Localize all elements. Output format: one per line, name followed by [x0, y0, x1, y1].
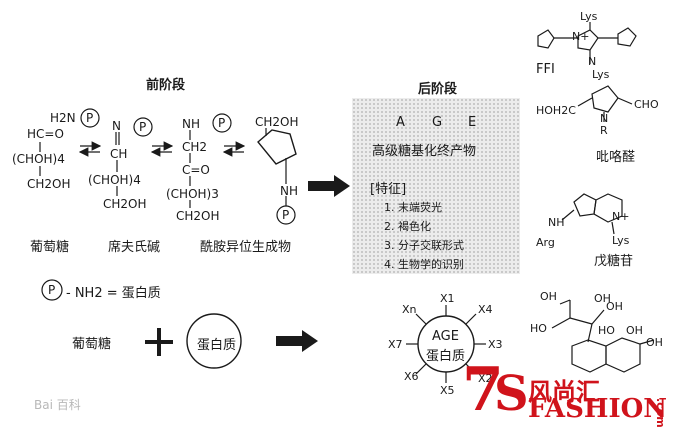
equilibrium-arrow-2	[150, 141, 174, 157]
x2-label: X2	[478, 372, 493, 385]
pentosidine-nh: NH	[548, 216, 565, 229]
brand-s: S	[494, 366, 529, 422]
brand-en: FASHION	[528, 394, 668, 424]
x4-label: X4	[478, 303, 493, 316]
baidu-watermark: Bai 百科	[34, 398, 81, 412]
protein-symbol-1: P	[86, 111, 94, 125]
age-circle-line1: AGE	[432, 329, 459, 344]
x6-label: X6	[404, 370, 419, 383]
legend-protein-symbol: P	[48, 283, 56, 297]
pentosidine-n-plus: N+	[612, 210, 630, 223]
bottom-right-structure	[551, 299, 655, 373]
ffi-n: N	[588, 55, 597, 68]
x3-label: X3	[488, 338, 503, 351]
glucose-name: 葡萄糖	[30, 240, 70, 255]
brand-com: .com	[654, 398, 667, 428]
ffi-lys-bottom: Lys	[592, 68, 610, 81]
age-feature-3: 3. 分子交联形式	[384, 239, 464, 252]
arrow-to-age-box	[308, 175, 350, 197]
equilibrium-arrow-3	[222, 141, 246, 157]
plus-sign	[145, 328, 173, 356]
protein-symbol-2: P	[139, 120, 147, 134]
protein-circle-1	[80, 108, 100, 128]
pyrraline-label: 吡咯醛	[596, 150, 636, 165]
amadori-ch2: CH2	[182, 140, 208, 154]
protein-circle-big	[186, 313, 242, 369]
br-oh-3: OH	[606, 300, 623, 313]
pentosidine-label: 戊糖苷	[594, 254, 634, 269]
pentosidine-structure	[561, 193, 623, 235]
amadori-nh: NH	[182, 117, 200, 131]
amadori-chohn: (CHOH)3	[166, 187, 219, 201]
age-letter-a: A	[396, 115, 405, 130]
protein-circle-4	[276, 205, 296, 225]
equilibrium-arrow-1	[78, 141, 102, 157]
amadori-co: C=O	[182, 163, 210, 177]
ffi-structure	[537, 22, 637, 64]
amadori-name: 酰胺异位生成物	[200, 240, 292, 255]
br-ho-2: HO	[598, 324, 615, 337]
br-oh-4: OH	[646, 336, 663, 349]
furanose-ring	[257, 129, 297, 165]
arrow-to-age-protein	[276, 330, 318, 352]
age-spokes	[406, 305, 486, 383]
age-feature-box	[352, 98, 520, 274]
protein-symbol-4: P	[282, 208, 290, 222]
pyrraline-right: CHO	[634, 98, 659, 111]
x5-label: X5	[440, 384, 455, 397]
ffi-n-plus: N+	[572, 30, 590, 43]
bottom-protein: 蛋白质	[197, 338, 237, 353]
br-oh-1: OH	[540, 290, 557, 303]
br-ho-1: HO	[530, 322, 547, 335]
schiff-ch2oh: CH2OH	[103, 197, 147, 211]
pentosidine-arg: Arg	[536, 236, 555, 249]
protein-circle-3	[212, 113, 232, 133]
schiff-ch: CH	[110, 147, 128, 161]
schiff-name: 席夫氏碱	[108, 240, 161, 255]
pyrraline-structure	[577, 85, 633, 122]
pyrraline-r: R	[600, 124, 608, 137]
bottom-glucose: 葡萄糖	[72, 337, 112, 352]
pyrraline-left: HOH2C	[536, 104, 576, 117]
phase-early-label: 前阶段	[146, 78, 186, 93]
age-letter-e: E	[468, 115, 477, 130]
age-box-title: 高级糖基化终产物	[372, 144, 477, 159]
brand-cn: 风尚汇	[528, 378, 600, 406]
ffi-lys-top: Lys	[580, 10, 598, 23]
age-letter-g: G	[432, 115, 443, 130]
x1-label: X1	[440, 292, 455, 305]
amadori-ch2oh: CH2OH	[176, 209, 220, 223]
ffi-label: FFI	[536, 62, 555, 77]
glucose-aldehyde: HC=O	[27, 127, 64, 141]
cyclic-ch2oh: CH2OH	[255, 115, 299, 129]
glucose-ch2oh: CH2OH	[27, 177, 71, 191]
schiff-n: N	[112, 119, 121, 133]
br-oh-2: OH	[594, 292, 611, 305]
h2n-label: H2N	[50, 111, 76, 125]
x7-label: X7	[388, 338, 403, 351]
glucose-chohn: (CHOH)4	[12, 152, 65, 166]
protein-circle-2	[133, 117, 153, 137]
pyrraline-n: N	[600, 112, 609, 125]
br-oh-5: OH	[626, 324, 643, 337]
age-circle-line2: 蛋白质	[426, 349, 466, 364]
brand-number: 7	[462, 355, 504, 425]
legend-protein-circle	[41, 279, 63, 301]
pentosidine-lys: Lys	[612, 234, 630, 247]
cyclic-nh: NH	[280, 184, 298, 198]
phase-late-label: 后阶段	[418, 82, 458, 97]
age-feature-2: 2. 褐色化	[384, 220, 431, 233]
protein-symbol-3: P	[218, 116, 226, 130]
age-feature-1: 1. 末端荧光	[384, 201, 442, 214]
age-feature-4: 4. 生物学的识别	[384, 258, 464, 271]
legend-text: - NH2 = 蛋白质	[66, 286, 161, 301]
xn-label: Xn	[402, 303, 417, 316]
age-features-header: [特征]	[370, 182, 407, 197]
schiff-chohn: (CHOH)4	[88, 173, 141, 187]
